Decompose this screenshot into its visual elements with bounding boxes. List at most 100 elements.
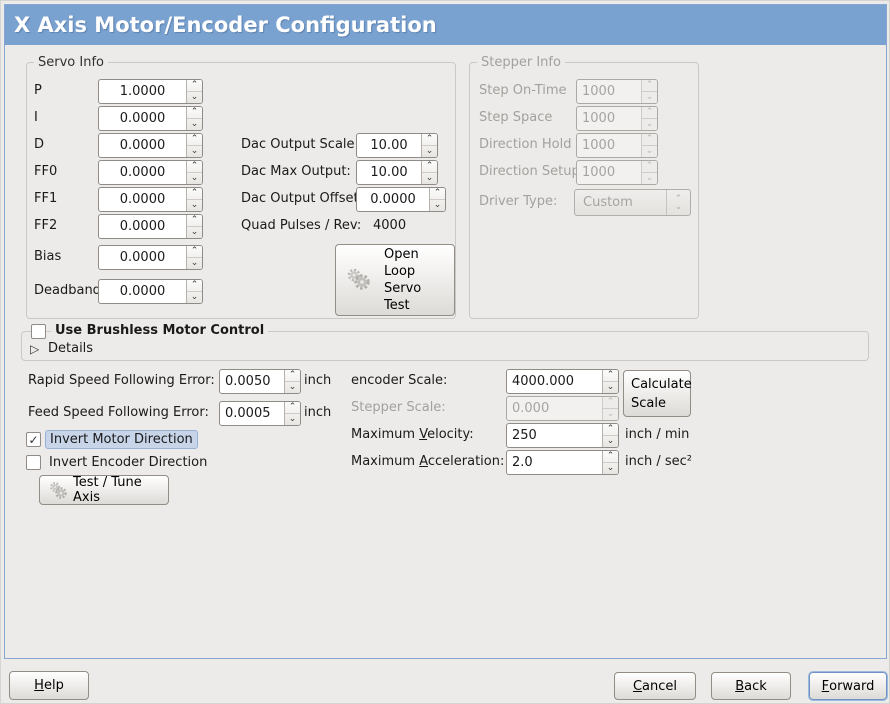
spin-up-icon[interactable]: ⌃ xyxy=(187,188,202,200)
test-tune-axis-button[interactable]: Test / Tune Axis xyxy=(39,475,169,505)
maximum-acceleration-spinbox[interactable]: 2.0 ⌃⌄ xyxy=(506,450,619,475)
gears-icon xyxy=(344,265,374,295)
servo-p-spinbox[interactable]: 1.0000 ⌃⌄ xyxy=(98,79,203,104)
spin-up-icon[interactable]: ⌃ xyxy=(187,246,202,258)
spin-down-icon[interactable]: ⌄ xyxy=(288,382,297,392)
calculate-scale-button[interactable]: Calculate Scale xyxy=(623,370,692,417)
dac-output-offset-label: Dac Output Offset: xyxy=(241,191,363,206)
dac-output-offset-spinbox[interactable]: 0.0000 ⌃⌄ xyxy=(356,187,446,212)
servo-ff2-spinbox[interactable]: 0.0000 ⌃⌄ xyxy=(98,214,203,239)
spin-up-icon[interactable]: ⌃ xyxy=(422,161,437,173)
gears-icon xyxy=(47,479,69,501)
maximum-velocity-spinbox[interactable]: 250 ⌃⌄ xyxy=(506,423,619,448)
spin-down-icon[interactable]: ⌄ xyxy=(288,414,297,424)
dac-output-scale-steppers: ⌃⌄ xyxy=(421,134,437,157)
spin-up-icon[interactable]: ⌃ xyxy=(603,424,618,436)
servo-ff2-steppers: ⌃⌄ xyxy=(186,215,202,238)
spin-up-icon[interactable]: ⌃ xyxy=(603,451,618,463)
spin-up-icon[interactable]: ⌃ xyxy=(422,134,437,146)
details-expander-label[interactable]: Details xyxy=(48,341,94,356)
step-space-label: Step Space xyxy=(479,110,553,125)
invert-encoder-label[interactable]: Invert Encoder Direction xyxy=(49,455,208,470)
spin-up-icon[interactable]: ⌃ xyxy=(430,188,445,200)
driver-type-value: Custom xyxy=(583,195,633,210)
maximum-acceleration-input[interactable]: 2.0 xyxy=(512,455,533,470)
spin-down-icon[interactable]: ⌄ xyxy=(190,227,199,237)
servo-d-spinbox[interactable]: 0.0000 ⌃⌄ xyxy=(98,133,203,158)
spin-up-icon[interactable]: ⌃ xyxy=(187,161,202,173)
servo-bias-spinbox[interactable]: 0.0000 ⌃⌄ xyxy=(98,245,203,270)
spin-down-icon[interactable]: ⌄ xyxy=(190,92,199,102)
step-on-time-steppers: ⌃⌄ xyxy=(641,80,657,103)
stepper-info-frame xyxy=(469,62,699,319)
spin-up-icon[interactable]: ⌃ xyxy=(603,370,618,382)
servo-ff1-input[interactable]: 0.0000 xyxy=(119,192,166,207)
spin-up-icon[interactable]: ⌃ xyxy=(187,134,202,146)
spin-down-icon[interactable]: ⌄ xyxy=(190,119,199,129)
spin-down-icon[interactable]: ⌄ xyxy=(190,258,199,268)
step-on-time-spinbox: 1000 ⌃⌄ xyxy=(576,79,658,104)
spin-down-icon: ⌄ xyxy=(606,409,615,419)
spin-down-icon[interactable]: ⌄ xyxy=(606,382,615,392)
dac-output-scale-spinbox[interactable]: 10.00 ⌃⌄ xyxy=(356,133,438,158)
feed-following-error-steppers: ⌃⌄ xyxy=(284,402,300,425)
encoder-scale-spinbox[interactable]: 4000.000 ⌃⌄ xyxy=(506,369,619,394)
servo-i-spinbox[interactable]: 0.0000 ⌃⌄ xyxy=(98,106,203,131)
feed-following-error-label: Feed Speed Following Error: xyxy=(28,405,209,420)
spin-down-icon[interactable]: ⌄ xyxy=(190,292,199,302)
invert-motor-checkbox[interactable]: ✓ xyxy=(26,432,41,447)
spin-down-icon[interactable]: ⌄ xyxy=(606,436,615,446)
spin-up-icon[interactable]: ⌃ xyxy=(187,80,202,92)
feed-following-error-unit: inch xyxy=(304,405,332,420)
dac-max-output-input[interactable]: 10.00 xyxy=(370,165,408,180)
stepper-info-legend: Stepper Info xyxy=(477,55,565,70)
spin-down-icon[interactable]: ⌄ xyxy=(433,200,442,210)
feed-following-error-spinbox[interactable]: 0.0005 ⌃⌄ xyxy=(219,401,301,426)
maximum-velocity-input[interactable]: 250 xyxy=(512,428,537,443)
servo-p-input[interactable]: 1.0000 xyxy=(119,84,166,99)
dac-max-output-spinbox[interactable]: 10.00 ⌃⌄ xyxy=(356,160,438,185)
encoder-scale-steppers: ⌃⌄ xyxy=(602,370,618,393)
servo-bias-input[interactable]: 0.0000 xyxy=(119,250,166,265)
invert-encoder-checkbox[interactable] xyxy=(26,455,41,470)
servo-deadband-input[interactable]: 0.0000 xyxy=(119,284,166,299)
dac-output-scale-input[interactable]: 10.00 xyxy=(370,138,408,153)
feed-following-error-input[interactable]: 0.0005 xyxy=(225,406,271,421)
dac-max-output-steppers: ⌃⌄ xyxy=(421,161,437,184)
open-loop-servo-test-button[interactable]: Open Loop Servo Test xyxy=(335,244,455,316)
spin-down-icon: ⌄ xyxy=(645,92,654,102)
servo-i-input[interactable]: 0.0000 xyxy=(119,111,166,126)
spin-down-icon[interactable]: ⌄ xyxy=(190,146,199,156)
spin-down-icon[interactable]: ⌄ xyxy=(190,173,199,183)
spin-down-icon[interactable]: ⌄ xyxy=(606,463,615,473)
servo-info-frame xyxy=(26,62,456,319)
invert-motor-label[interactable]: Invert Motor Direction xyxy=(45,430,198,449)
servo-ff0-input[interactable]: 0.0000 xyxy=(119,165,166,180)
spin-down-icon[interactable]: ⌄ xyxy=(190,200,199,210)
servo-d-input[interactable]: 0.0000 xyxy=(119,138,166,153)
rapid-following-error-input[interactable]: 0.0050 xyxy=(225,374,271,389)
spin-up-icon[interactable]: ⌃ xyxy=(187,280,202,292)
spin-up-icon[interactable]: ⌃ xyxy=(187,215,202,227)
servo-deadband-spinbox[interactable]: 0.0000 ⌃⌄ xyxy=(98,279,203,304)
dac-output-offset-input[interactable]: 0.0000 xyxy=(370,192,416,207)
servo-ff1-spinbox[interactable]: 0.0000 ⌃⌄ xyxy=(98,187,203,212)
spin-up-icon[interactable]: ⌃ xyxy=(285,370,300,382)
spin-up-icon[interactable]: ⌃ xyxy=(187,107,202,119)
details-expander-icon[interactable]: ▷ xyxy=(30,342,40,356)
servo-ff0-spinbox[interactable]: 0.0000 ⌃⌄ xyxy=(98,160,203,185)
encoder-scale-input[interactable]: 4000.000 xyxy=(512,374,575,389)
spin-down-icon[interactable]: ⌄ xyxy=(425,146,434,156)
brushless-checkbox[interactable] xyxy=(31,324,46,339)
brushless-checkbox-label[interactable]: Use Brushless Motor Control xyxy=(51,323,269,338)
servo-ff2-input[interactable]: 0.0000 xyxy=(119,219,166,234)
rapid-following-error-spinbox[interactable]: 0.0050 ⌃⌄ xyxy=(219,369,301,394)
servo-bias-label: Bias xyxy=(34,249,62,264)
dac-output-offset-steppers: ⌃⌄ xyxy=(429,188,445,211)
spin-up-icon[interactable]: ⌃ xyxy=(285,402,300,414)
spin-down-icon[interactable]: ⌄ xyxy=(425,173,434,183)
